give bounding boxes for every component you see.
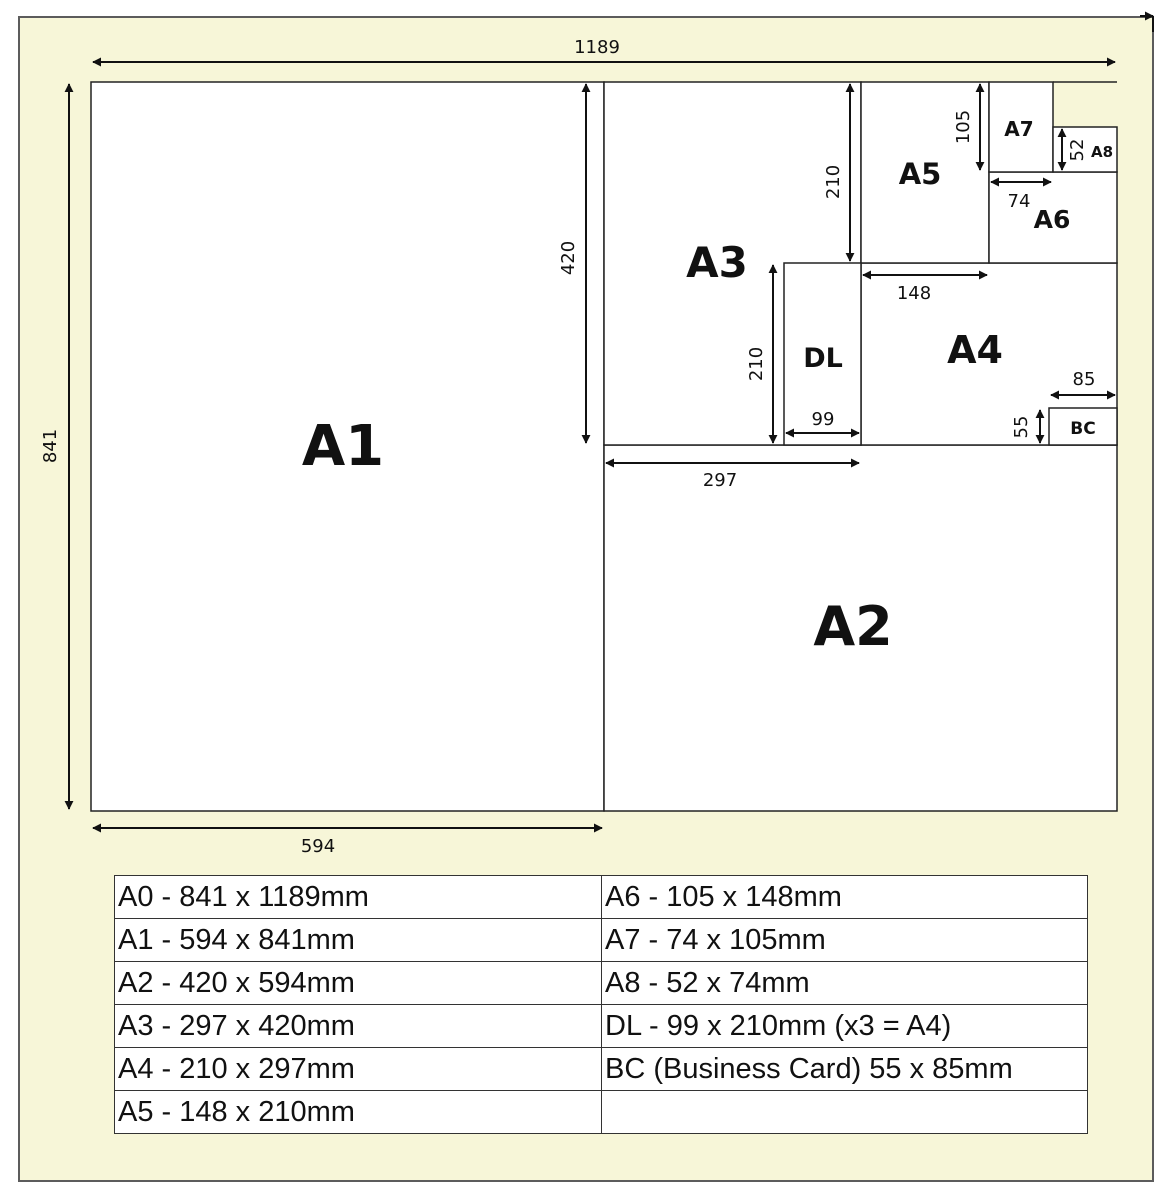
label-a2: A2 [813,595,892,658]
table-cell: A2 - 420 x 594mm [114,961,602,1005]
label-a4: A4 [947,328,1003,372]
dim-99: 99 [812,409,835,430]
table-cell: A1 - 594 x 841mm [114,918,602,962]
dl-sheet [783,262,862,446]
dim-148: 148 [897,283,931,304]
table-cell: BC (Business Card) 55 x 85mm [601,1047,1088,1091]
table-row: A5 - 148 x 210mm [114,1090,1088,1134]
table-cell: A3 - 297 x 420mm [114,1004,602,1048]
a5-sheet [860,81,990,264]
table-cell [601,1090,1088,1134]
dim-a5-210: 210 [823,165,844,199]
label-a7: A7 [1004,117,1033,141]
label-dl: DL [803,343,843,374]
paper-size-diagram: A1 A2 A3 A4 A5 A6 A7 A8 DL BC 1189 594 2… [40,11,1154,857]
dim-dl-210: 210 [746,347,767,381]
table-cell: DL - 99 x 210mm (x3 = A4) [601,1004,1088,1048]
table-cell: A5 - 148 x 210mm [114,1090,602,1134]
dim-594: 594 [301,836,335,857]
dim-105: 105 [953,110,974,144]
dim-52: 52 [1067,139,1088,162]
a6-sheet [988,171,1118,264]
table-cell: A0 - 841 x 1189mm [114,875,602,919]
dim-420: 420 [558,241,579,275]
table-cell: A4 - 210 x 297mm [114,1047,602,1091]
bc-sheet [1048,407,1118,446]
a7-sheet [988,81,1054,173]
label-a1: A1 [302,414,384,479]
table-cell: A8 - 52 x 74mm [601,961,1088,1005]
a1-sheet [90,81,605,812]
label-a5: A5 [899,157,942,191]
label-a3: A3 [686,238,748,287]
dim-74: 74 [1008,191,1031,212]
label-bc: BC [1070,419,1095,439]
dim-85: 85 [1073,369,1096,390]
table-cell: A6 - 105 x 148mm [601,875,1088,919]
label-a6: A6 [1034,205,1071,234]
table-cell: A7 - 74 x 105mm [601,918,1088,962]
dim-297: 297 [703,470,737,491]
dim-1189: 1189 [574,37,620,58]
label-a8: A8 [1091,143,1113,161]
dim-55: 55 [1011,416,1032,439]
dim-841: 841 [40,429,61,463]
